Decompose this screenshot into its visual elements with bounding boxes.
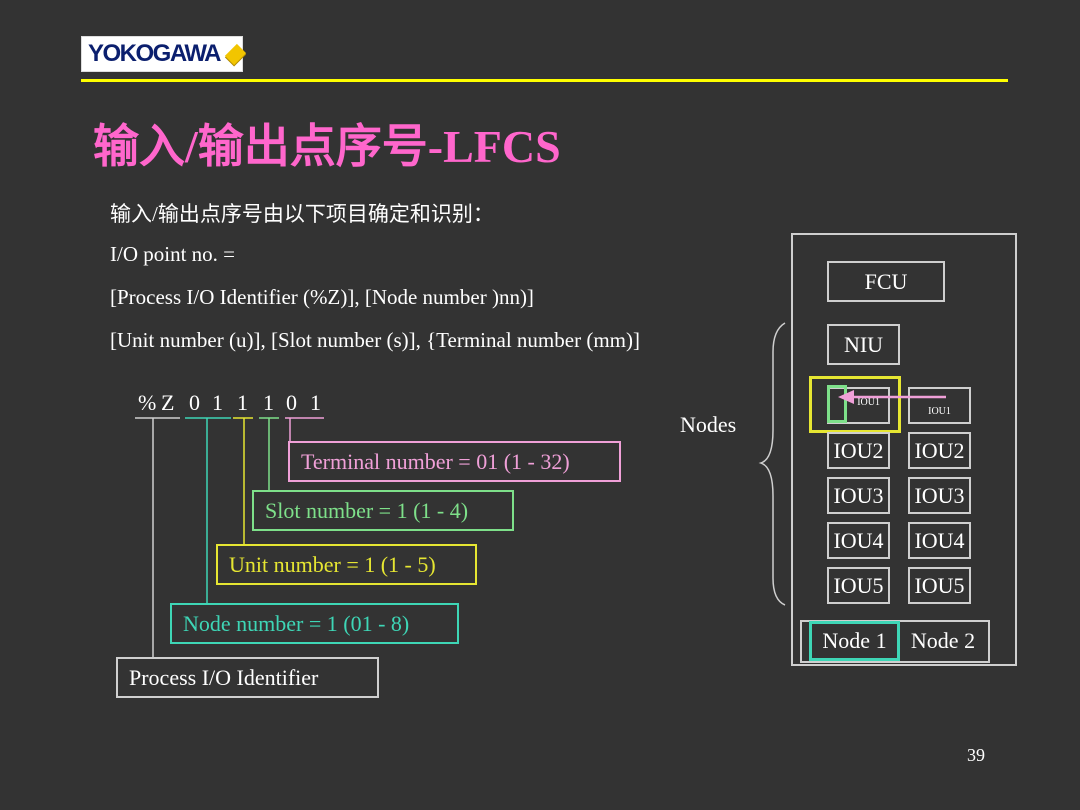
intro-line: 输入/输出点序号由以下项目确定和识别： [110,202,494,226]
code-digit-node-2: 1 [212,390,223,415]
logo-diamond-icon [224,43,247,65]
code-digit-unit: 1 [237,390,248,415]
iou2-box-right: IOU2 [908,432,971,469]
page-number: 39 [967,745,985,765]
niu-box: NIU [827,324,900,365]
iou1-box-right: IOU1 [908,387,971,424]
fcu-box: FCU [827,261,945,302]
formula-line-1: [Process I/O Identifier (%Z)], [Node num… [110,285,534,309]
process-io-identifier-label: Process I/O Identifier [116,657,379,698]
iou4-box-right: IOU4 [908,522,971,559]
code-digit-slot: 1 [263,390,274,415]
io-point-formula-line: I/O point no. = [110,242,236,266]
iou3-box-left: IOU3 [827,477,890,514]
iou5-box-right: IOU5 [908,567,971,604]
formula-line-2: [Unit number (u)], [Slot number (s)], {T… [110,328,640,352]
code-digit-terminal-1: 0 [286,390,297,415]
code-digit-node-1: 0 [189,390,200,415]
node1-box: Node 1 [809,621,900,661]
node-number-label: Node number = 1 (01 - 8) [170,603,459,644]
header-rule [81,79,1008,82]
yokogawa-logo: YOKOGAWA [81,36,247,72]
code-char-percent: % [138,390,157,415]
slide-title: 输入/输出点序号-LFCS [93,121,561,172]
lfcs-diagram-frame [791,233,1017,666]
node2-box: Node 2 [910,628,976,653]
iou4-box-left: IOU4 [827,522,890,559]
slot-highlight-box [827,385,847,423]
iou3-box-right: IOU3 [908,477,971,514]
logo-text: YOKOGAWA [88,40,222,67]
code-digit-terminal-2: 1 [310,390,321,415]
unit-number-label: Unit number = 1 (1 - 5) [216,544,477,585]
slot-number-label: Slot number = 1 (1 - 4) [252,490,514,531]
terminal-number-label: Terminal number = 01 (1 - 32) [288,441,621,482]
iou5-box-left: IOU5 [827,567,890,604]
nodes-label: Nodes [680,412,737,437]
code-char-z: Z [161,390,175,415]
iou2-box-left: IOU2 [827,432,890,469]
unit-highlight-box [809,376,901,433]
